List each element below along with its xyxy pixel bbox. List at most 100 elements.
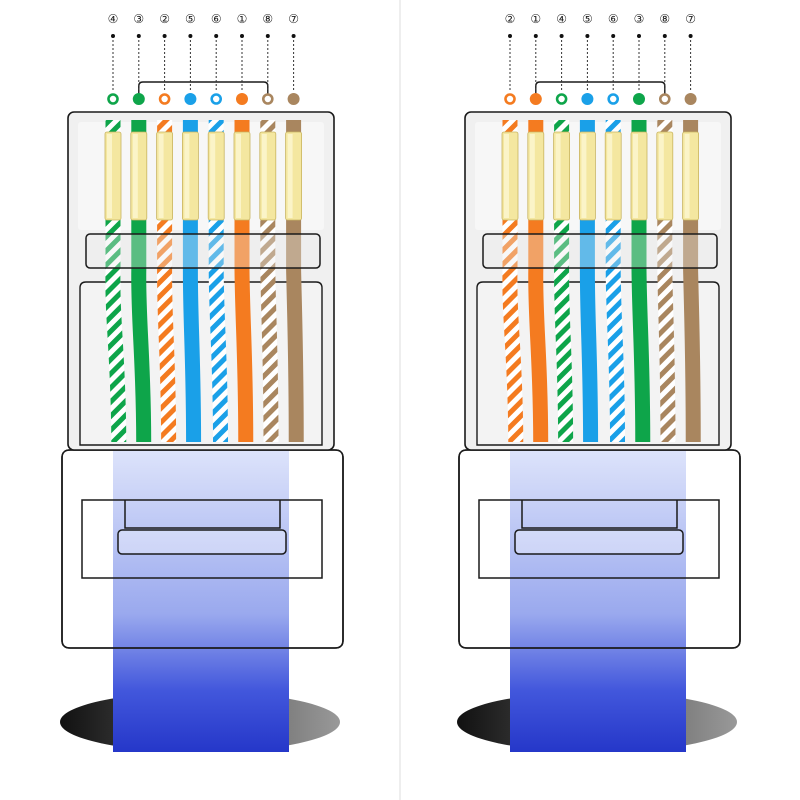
leader-dot-6	[637, 34, 641, 38]
contact-pin-4-highlight	[581, 134, 587, 218]
wire-2-orange	[528, 120, 549, 443]
wire-1-orange-white	[502, 120, 524, 443]
wire-7-brown-white	[260, 120, 279, 443]
cable-jacket	[510, 445, 686, 752]
leader-dot-8	[291, 34, 296, 38]
wire-6-orange	[234, 120, 254, 443]
leader-dot-1	[508, 34, 512, 38]
wire-6-green	[631, 120, 651, 443]
leader-dot-1	[111, 34, 115, 38]
pin-number-5: ⑥	[211, 12, 222, 26]
leader-dot-4	[585, 34, 590, 38]
contact-pin-3-highlight	[555, 134, 561, 218]
contact-pin-2-highlight	[529, 134, 535, 218]
contact-pin-4-highlight	[184, 134, 190, 218]
pin-number-5: ⑥	[608, 12, 619, 26]
pin-marker-2	[529, 93, 542, 105]
contact-pin-7-highlight	[261, 134, 267, 218]
leader-dot-7	[662, 34, 667, 38]
wire-5-blue-white	[605, 120, 626, 443]
clip-latch-frame	[124, 500, 281, 529]
contact-pin-1-highlight	[504, 134, 509, 218]
clip-latch	[514, 529, 684, 555]
pin-marker-7	[261, 93, 274, 105]
wire-group	[104, 120, 304, 443]
leader-dot-8	[688, 34, 693, 38]
wire-2-green	[131, 120, 152, 443]
leader-dot-4	[188, 34, 193, 38]
pin-number-2: ③	[133, 12, 144, 26]
contact-pin-6-highlight	[633, 134, 638, 218]
wire-4-blue	[579, 120, 599, 443]
pin-marker-6	[236, 93, 248, 105]
leader-dot-5	[611, 34, 616, 38]
pin-marker-8	[684, 93, 697, 105]
pin-number-7: ⑧	[262, 12, 273, 26]
pin-number-1: ④	[108, 12, 119, 26]
wire-8-brown	[683, 120, 701, 443]
contact-pin-7-highlight	[658, 134, 664, 218]
contact-pin-8-highlight	[684, 134, 690, 218]
wire-3-green-white	[554, 120, 574, 443]
leader-dot-3	[162, 34, 167, 38]
pin-marker-1	[504, 93, 516, 105]
pair-bracket	[535, 81, 666, 98]
leader-dot-7	[265, 34, 270, 38]
clip-window	[81, 499, 323, 579]
leader-dot-5	[214, 34, 219, 38]
wire-8-brown	[286, 120, 304, 443]
pin-number-6: ①	[237, 12, 248, 26]
pin-marker-1	[107, 93, 119, 105]
wire-3-orange-white	[157, 120, 177, 443]
boot-side-left	[63, 451, 113, 647]
pin-number-1: ②	[505, 12, 516, 26]
pin-marker-7	[658, 93, 671, 105]
wire-1-green-white	[105, 120, 127, 443]
pin-number-8: ⑦	[685, 12, 696, 26]
pin-marker-4	[581, 93, 594, 105]
clip-latch-frame	[521, 500, 678, 529]
strain-relief-bar	[85, 233, 321, 269]
pin-marker-6	[633, 93, 645, 105]
pin-number-6: ③	[634, 12, 645, 26]
pin-number-3: ④	[556, 12, 567, 26]
boot-side-left	[460, 451, 510, 647]
pin-marker-3	[158, 93, 171, 105]
pin-marker-3	[555, 93, 568, 105]
wire-group	[501, 120, 701, 443]
contact-pin-8-highlight	[287, 134, 293, 218]
contact-pin-5-highlight	[210, 134, 216, 218]
cable-jacket	[113, 445, 289, 752]
boot-outline	[458, 449, 741, 649]
pin-marker-4	[184, 93, 197, 105]
boot-side-right	[289, 451, 342, 647]
pin-number-8: ⑦	[288, 12, 299, 26]
strain-relief-bar	[482, 233, 718, 269]
boot-outline	[61, 449, 344, 649]
pin-marker-8	[287, 93, 300, 105]
pin-number-7: ⑧	[659, 12, 670, 26]
leader-dot-2	[136, 34, 141, 38]
pin-number-2: ①	[530, 12, 541, 26]
wire-4-blue	[182, 120, 202, 443]
contact-pin-3-highlight	[158, 134, 164, 218]
pin-number-4: ⑤	[185, 12, 196, 26]
clip-latch	[117, 529, 287, 555]
leader-dot-2	[533, 34, 538, 38]
pin-marker-2	[132, 93, 145, 105]
pin-number-4: ⑤	[582, 12, 593, 26]
pin-marker-5	[210, 93, 222, 105]
leader-dot-6	[240, 34, 244, 38]
pin-marker-5	[607, 93, 620, 105]
contact-pin-6-highlight	[236, 134, 241, 218]
wire-5-blue-white	[208, 120, 229, 443]
contact-pin-1-highlight	[107, 134, 112, 218]
pin-number-3: ②	[159, 12, 170, 26]
contact-pin-2-highlight	[132, 134, 138, 218]
leader-dot-3	[559, 34, 564, 38]
boot-side-right	[686, 451, 739, 647]
pair-bracket	[138, 81, 269, 98]
